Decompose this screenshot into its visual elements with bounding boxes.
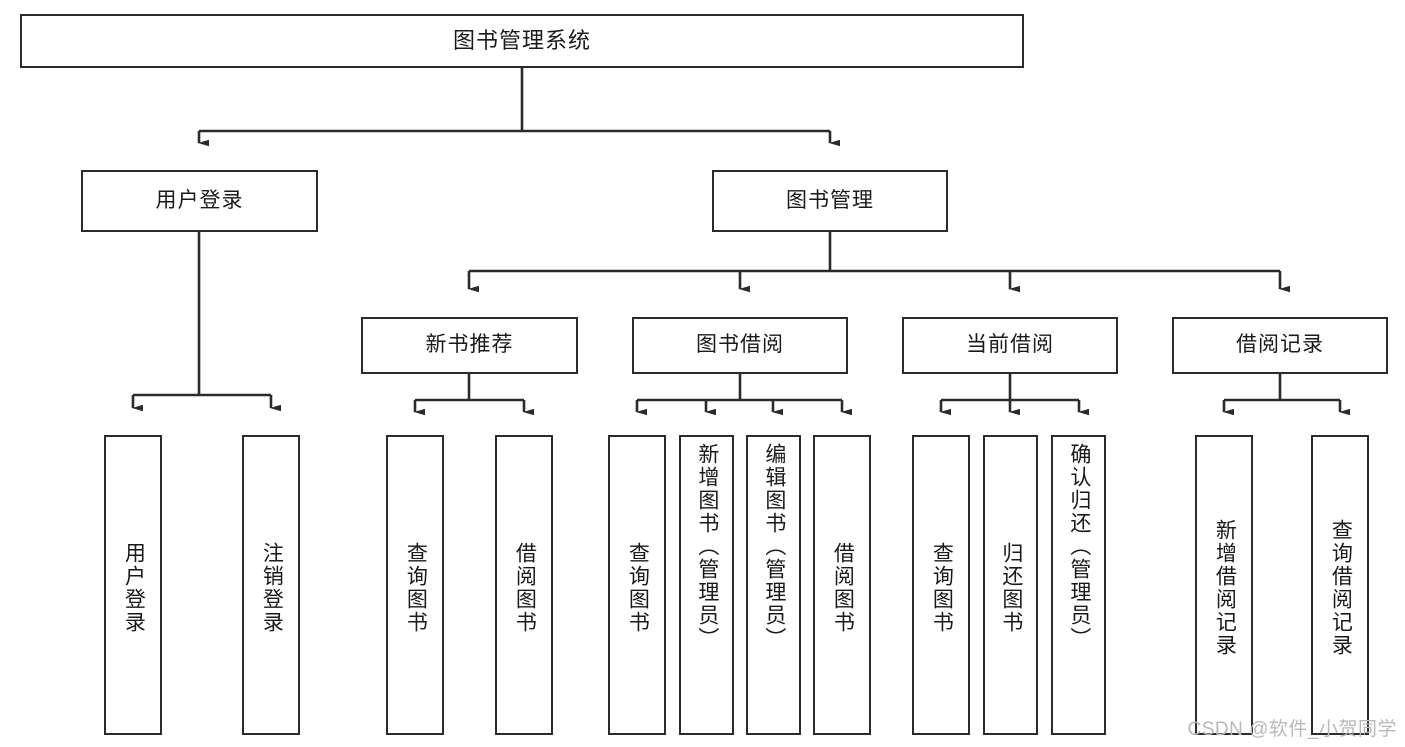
leaf-add-book-admin[interactable]: 新增图书（管理员）: [679, 435, 734, 735]
node-current-borrowing[interactable]: 当前借阅: [902, 317, 1118, 374]
node-label: 图书管理: [786, 188, 874, 212]
node-root-book-management-system[interactable]: 图书管理系统: [20, 14, 1024, 68]
node-label: 用户登录: [122, 542, 146, 634]
node-label: 图书借阅: [696, 333, 784, 357]
leaf-user-login[interactable]: 用户登录: [104, 435, 162, 735]
node-label: 归还图书: [999, 542, 1023, 634]
leaf-query-borrow-record[interactable]: 查询借阅记录: [1311, 435, 1369, 735]
node-new-book-recommendation[interactable]: 新书推荐: [361, 317, 578, 374]
csdn-watermark: CSDN @软件_小贺同学: [1187, 719, 1397, 740]
node-borrowing-records[interactable]: 借阅记录: [1172, 317, 1388, 374]
leaf-return-books[interactable]: 归还图书: [983, 435, 1038, 735]
node-label: 注销登录: [260, 542, 284, 634]
leaf-query-books-current[interactable]: 查询图书: [912, 435, 970, 735]
leaf-borrow-books-newbook[interactable]: 借阅图书: [495, 435, 553, 735]
node-user-login[interactable]: 用户登录: [81, 170, 318, 232]
node-label: 当前借阅: [966, 333, 1054, 357]
node-label: 用户登录: [155, 188, 244, 212]
node-label: 查询图书: [404, 542, 428, 634]
leaf-borrow-books-borrow[interactable]: 借阅图书: [813, 435, 871, 735]
node-book-management[interactable]: 图书管理: [712, 170, 948, 232]
leaf-query-books-newbook[interactable]: 查询图书: [386, 435, 444, 735]
node-label: 确认归还（管理员）: [1067, 443, 1091, 650]
leaf-add-borrow-record[interactable]: 新增借阅记录: [1195, 435, 1253, 735]
node-label: 借阅图书: [513, 542, 537, 634]
node-label: 新书推荐: [425, 333, 514, 357]
leaf-query-books-borrow[interactable]: 查询图书: [608, 435, 666, 735]
node-label: 查询借阅记录: [1329, 519, 1353, 657]
node-book-borrowing[interactable]: 图书借阅: [632, 317, 848, 374]
node-label: 借阅图书: [831, 542, 855, 634]
node-label: 新增借阅记录: [1213, 519, 1237, 657]
leaf-confirm-return-admin[interactable]: 确认归还（管理员）: [1051, 435, 1106, 735]
node-label: 编辑图书（管理员）: [762, 443, 786, 650]
node-label: 新增图书（管理员）: [695, 443, 719, 650]
leaf-logout[interactable]: 注销登录: [242, 435, 300, 735]
node-label: 图书管理系统: [452, 28, 591, 54]
node-label: 查询图书: [626, 542, 650, 634]
leaf-edit-book-admin[interactable]: 编辑图书（管理员）: [746, 435, 801, 735]
node-label: 查询图书: [930, 542, 954, 634]
node-label: 借阅记录: [1236, 333, 1324, 357]
